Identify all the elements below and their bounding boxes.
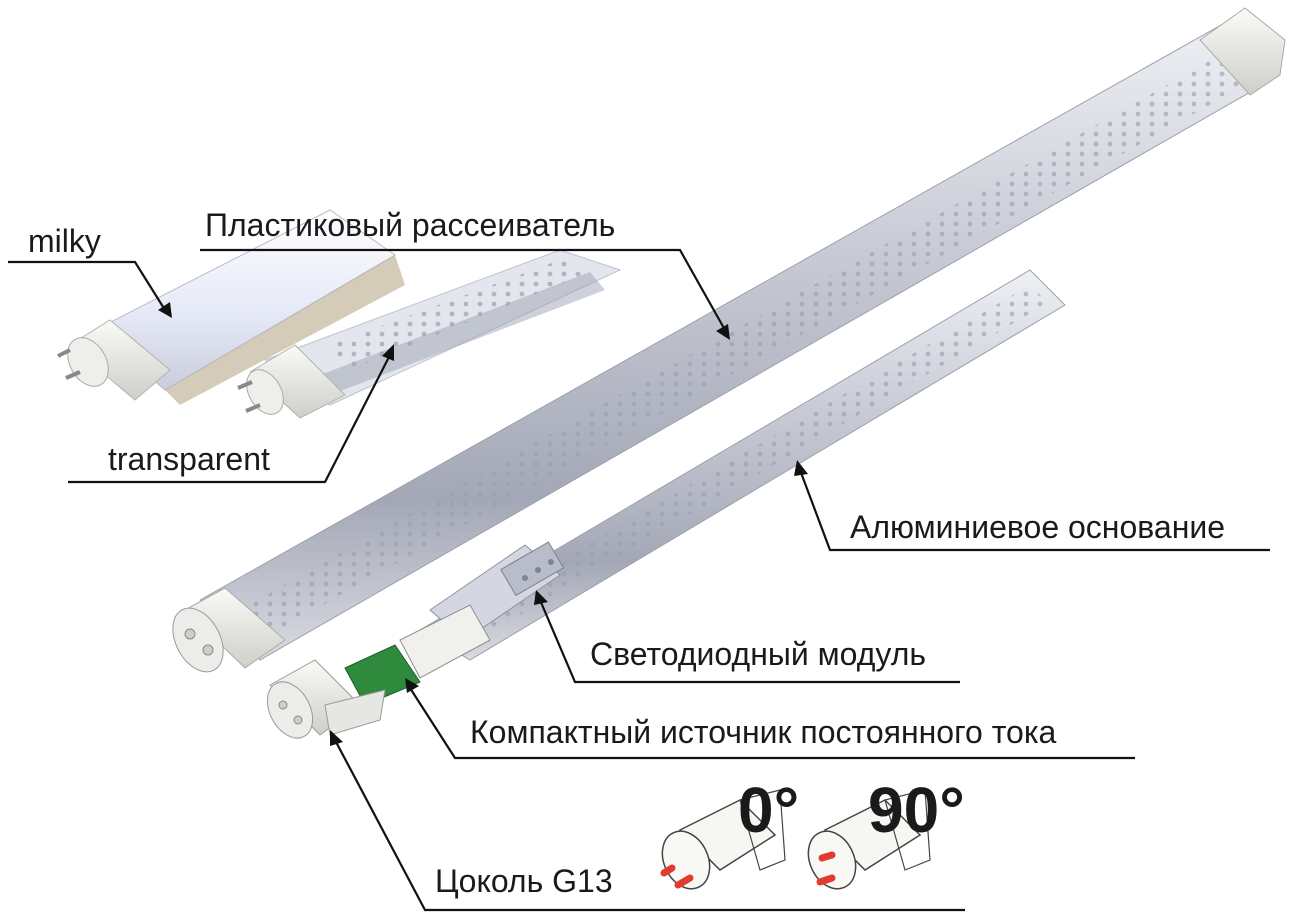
- label-socket: Цоколь G13: [435, 863, 613, 899]
- transparent-tube: [237, 249, 622, 419]
- rotation-0-icon: [660, 789, 786, 890]
- label-aluminum-base: Алюминиевое основание: [850, 509, 1225, 545]
- leader-lines: [8, 248, 1270, 912]
- label-milky: milky: [28, 223, 101, 259]
- label-rotation-90: 90°: [868, 774, 965, 846]
- label-driver: Компактный источник постоянного тока: [470, 714, 1057, 750]
- milky-tube: [57, 209, 405, 405]
- rotation-90-icon: [807, 789, 931, 890]
- label-diffuser: Пластиковый рассеиватель: [205, 207, 615, 243]
- g13-socket: [266, 659, 386, 739]
- label-led-module: Светодиодный модуль: [590, 636, 926, 672]
- compact-driver: [344, 604, 491, 706]
- assembled-tube: [172, 7, 1286, 673]
- label-rotation-0: 0°: [738, 774, 799, 846]
- label-transparent: transparent: [108, 441, 270, 477]
- driver-pcb: [344, 644, 421, 706]
